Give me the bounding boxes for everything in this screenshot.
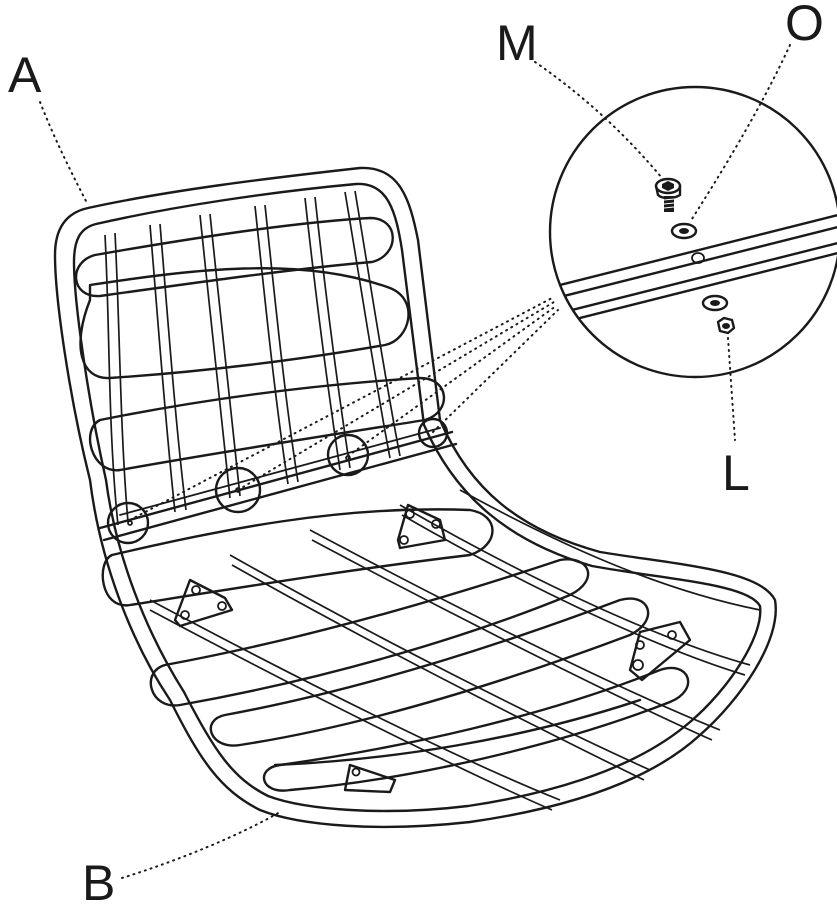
bracket-center (396, 503, 447, 550)
detail-leader-lines (129, 297, 559, 521)
seat-loops (149, 558, 690, 792)
nut-icon (716, 316, 736, 335)
detail-circle (548, 85, 837, 379)
brackets (173, 503, 692, 794)
bracket-front (343, 763, 397, 794)
label-leaders (39, 44, 791, 879)
label-frame: A (8, 47, 42, 103)
washer-bottom-icon (701, 294, 729, 312)
label-washer: O (785, 0, 824, 51)
bracket-right (628, 620, 692, 682)
label-nut: L (722, 445, 750, 501)
washer-top-icon (670, 222, 698, 240)
bolt-location-circles (106, 417, 449, 545)
label-bolt: M (496, 15, 538, 71)
bracket-left (173, 578, 234, 628)
label-seat-bottom: B (82, 855, 115, 904)
seat-frame (53, 166, 777, 829)
frame-outer-contour (53, 166, 777, 829)
seat-cross-wires (149, 489, 761, 811)
frame-inner-contour (72, 182, 762, 813)
detail-view (548, 85, 837, 379)
bolt-icon (654, 177, 682, 212)
back-loops (74, 216, 494, 607)
